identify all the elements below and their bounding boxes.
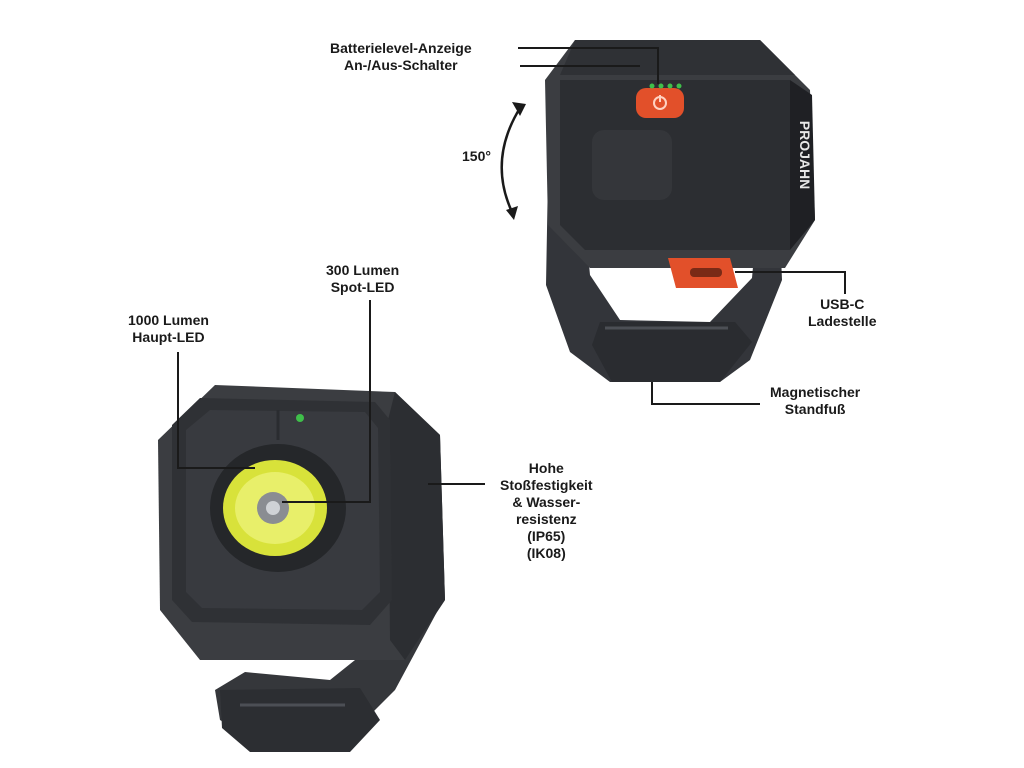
battery-indicator-icon [649,83,682,89]
rotation-label: 150° [462,148,491,164]
power-button[interactable] [636,88,684,118]
callout-robustness: Hohe Stoßfestigkeit & Wasser- resistenz … [500,460,593,561]
callout-usb-c: USB-C Ladestelle [808,296,877,329]
status-indicator [296,414,304,422]
callout-battery-power: Batterielevel-Anzeige An-/Aus-Schalter [330,40,472,73]
rear-stand-foot [592,322,752,382]
leader-lines [177,47,846,503]
lamp-rear-view: PROJAHN [545,40,815,382]
front-stand-bracket [215,520,440,735]
brand-logo: PROJAHN [797,121,813,189]
rotation-arrow-icon [500,107,522,213]
lamp-front-view [158,385,445,752]
callout-magnetic-stand: Magnetischer Standfuß [770,384,861,417]
callout-main-led: 1000 Lumen Haupt-LED [128,312,209,345]
callout-spot-led: 300 Lumen Spot-LED [326,262,400,295]
front-stand-foot [220,688,380,752]
